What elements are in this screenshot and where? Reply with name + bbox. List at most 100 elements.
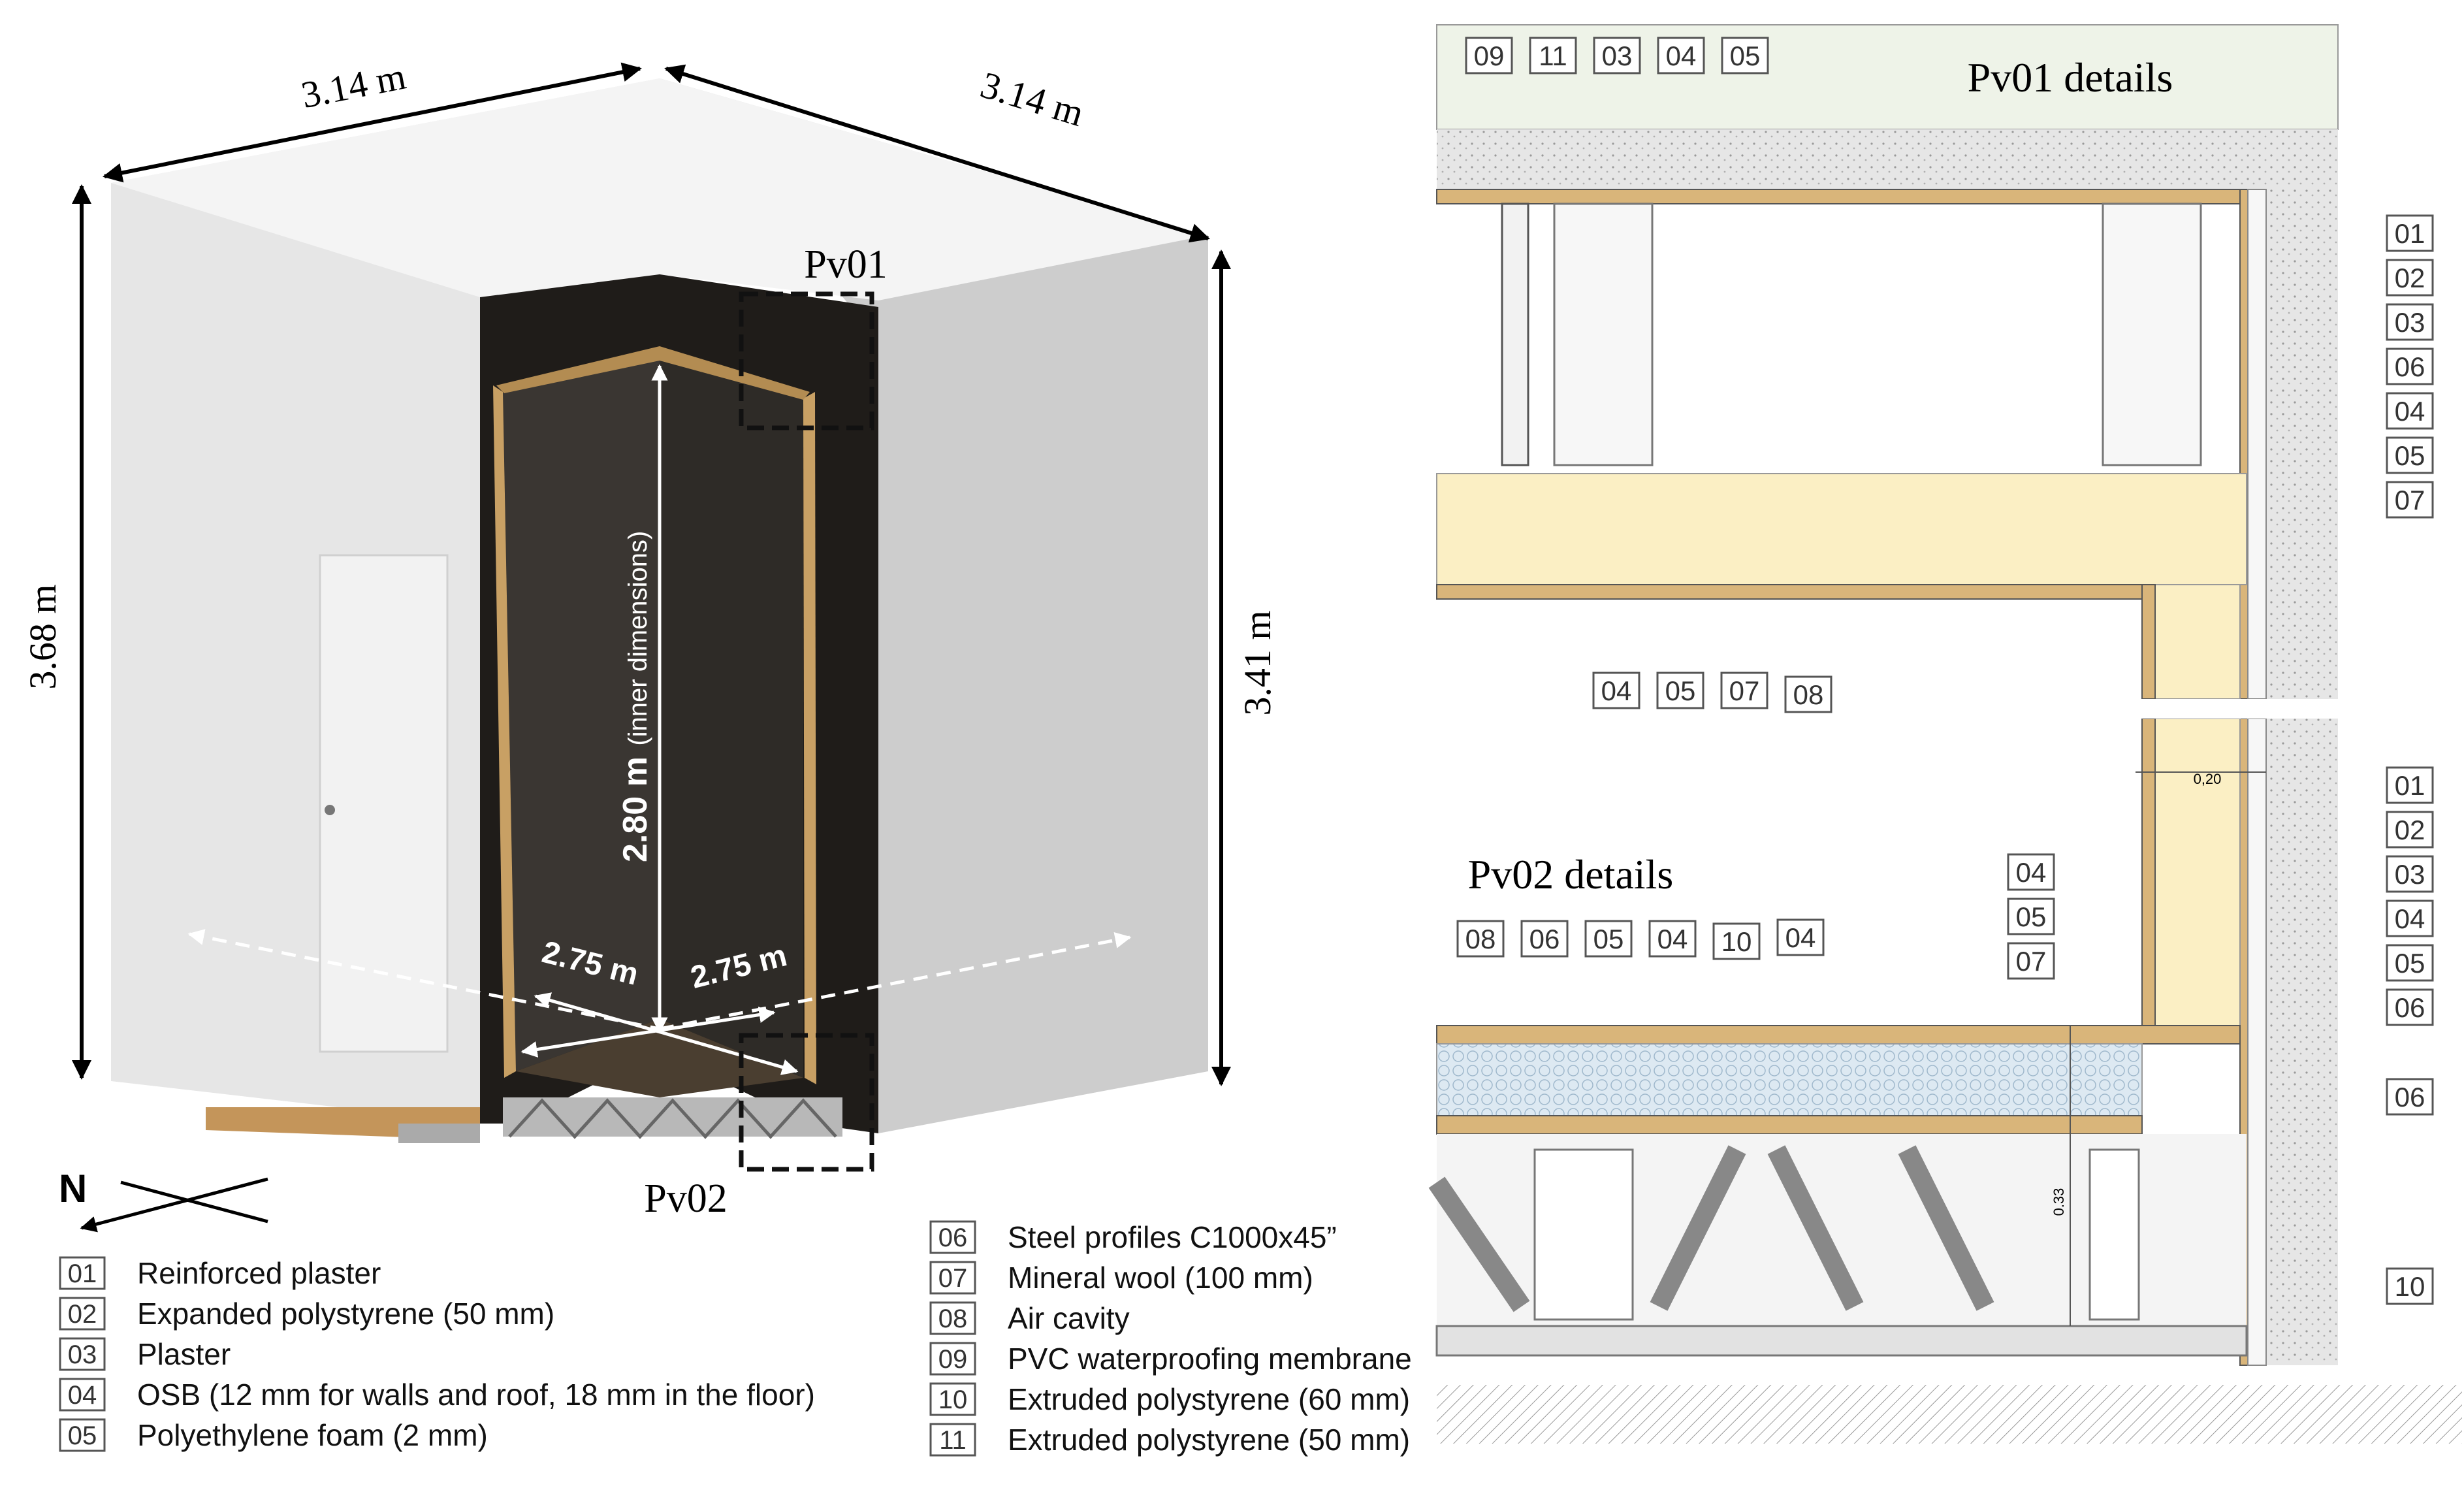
legend-text: Polyethylene foam (2 mm)	[137, 1418, 488, 1452]
layer-tag: 03	[2386, 303, 2434, 341]
layer-tag-number: 04	[1601, 675, 1632, 706]
details-drawing: Pv01 details Pv02 details	[1428, 24, 2462, 1444]
legend-number: 05	[68, 1421, 97, 1450]
layer-tag: 05	[2386, 944, 2434, 982]
legend-number: 11	[939, 1426, 967, 1455]
legend-text: Mineral wool (100 mm)	[1008, 1261, 1313, 1295]
osb-edge-right	[803, 392, 816, 1084]
layer-tag: 04	[1776, 918, 1825, 956]
legend-text: OSB (12 mm for walls and roof, 18 mm in …	[137, 1378, 815, 1412]
legend-number: 04	[68, 1381, 97, 1410]
layer-tag: 04	[2386, 899, 2434, 937]
dim-height-right: 3.41 m	[1236, 610, 1279, 715]
layer-tag-number: 01	[2395, 218, 2425, 249]
layer-tag-number: 03	[1602, 40, 1633, 71]
layer-tag-number: 02	[2395, 263, 2425, 293]
layer-tag-number: 05	[2016, 901, 2047, 932]
layer-tag-number: 06	[2395, 351, 2425, 382]
legend-number: 07	[938, 1264, 968, 1293]
layer-tag-number: 04	[1785, 922, 1816, 953]
layer-tag: 10	[1712, 922, 1761, 960]
layer-tag-number: 06	[1529, 924, 1560, 954]
layer-tag: 06	[2386, 348, 2434, 385]
dim-inner-height-bold: 2.80 m	[616, 756, 654, 862]
layer-tag: 04	[1592, 672, 1640, 709]
dim-height-left: 3.68 m	[22, 584, 64, 689]
legend-item: 09 PVC waterproofing membrane	[929, 1342, 1412, 1376]
layer-tag: 03	[2386, 855, 2434, 893]
floor-xps	[1436, 1043, 2143, 1116]
legend-swatch	[929, 1220, 976, 1254]
legend-swatch	[929, 1423, 976, 1457]
layer-tag: 02	[2386, 811, 2434, 849]
dim-width-a: 3.14 m	[298, 55, 409, 117]
legend-item: 04 OSB (12 mm for walls and roof, 18 mm i…	[59, 1378, 815, 1412]
pv02-box	[739, 1033, 874, 1172]
layer-tag: 10	[2386, 1267, 2434, 1305]
layer-tag-number: 03	[2395, 859, 2425, 890]
osb-ceiling	[496, 346, 810, 400]
layer-tag-number: 05	[1730, 40, 1761, 71]
interior-right-wall	[660, 359, 803, 1078]
layer-tag-number: 01	[2395, 770, 2425, 801]
legend-text: PVC waterproofing membrane	[1008, 1342, 1412, 1376]
layer-tag: 04	[1657, 37, 1705, 74]
legend-swatch	[59, 1256, 106, 1290]
dim-inner-height: 2.80 m (inner dimensions)	[616, 531, 654, 862]
layer-tag-number: 05	[2395, 948, 2425, 979]
layer-tag-number: 09	[1474, 40, 1505, 71]
dim-width-a-arrow	[103, 62, 642, 183]
dim-inner-height-note: (inner dimensions)	[624, 531, 652, 746]
pv01-label: Pv01	[804, 242, 887, 287]
layer-tag-number: 04	[2395, 903, 2425, 934]
layer-tag-number: 02	[2395, 815, 2425, 845]
legend-number: 02	[68, 1300, 97, 1329]
layer-tag: 05	[1584, 920, 1633, 958]
layer-tag-number: 04	[1666, 40, 1697, 71]
interior-left-wall	[503, 359, 660, 1071]
legend-number: 09	[938, 1345, 968, 1374]
pv01-box	[739, 291, 874, 430]
layer-tag-number: 05	[2395, 440, 2425, 471]
layer-tag-number: 03	[2395, 307, 2425, 338]
layer-tag: 04	[1648, 920, 1697, 958]
legend-swatch	[929, 1261, 976, 1295]
exterior-wall-layer	[2266, 189, 2338, 699]
layer-tag-number: 07	[1729, 675, 1760, 706]
legend-swatch	[59, 1418, 106, 1452]
dim-width-b: 3.14 m	[976, 63, 1089, 135]
legend-swatch	[59, 1378, 106, 1412]
layer-tag: 06	[1520, 920, 1569, 958]
floor-truss	[503, 1097, 842, 1137]
dim-inner-width-b-arrow	[534, 992, 799, 1075]
layer-tag: 05	[1721, 37, 1769, 74]
layer-tag: 05	[1656, 672, 1704, 709]
layer-tag-number: 07	[2395, 485, 2425, 515]
legend-text: Plaster	[137, 1337, 231, 1371]
floor-axis-right	[659, 932, 1132, 1031]
osb-edge-left	[493, 385, 516, 1078]
layer-tag-number: 04	[2016, 857, 2047, 888]
layer-tag: 01	[2386, 214, 2434, 252]
layer-tag: 09	[1465, 37, 1513, 74]
layer-tag: 06	[2386, 1078, 2434, 1116]
north-arrow	[80, 1177, 268, 1233]
pv01-roof-band	[1436, 24, 2339, 130]
door	[319, 554, 449, 1053]
dim-width-b-arrow	[664, 64, 1210, 243]
legend-item: 05 Polyethylene foam (2 mm)	[59, 1418, 488, 1452]
legend-text: Extruded polystyrene (60 mm)	[1008, 1382, 1410, 1416]
layer-tag-number: 06	[2395, 992, 2425, 1023]
layer-tag-number: 10	[2395, 1271, 2425, 1302]
layer-tag: 07	[2007, 942, 2055, 980]
legend-swatch	[929, 1342, 976, 1376]
legend-text: Extruded polystyrene (50 mm)	[1008, 1423, 1410, 1457]
floor-axis-left	[187, 929, 660, 1031]
